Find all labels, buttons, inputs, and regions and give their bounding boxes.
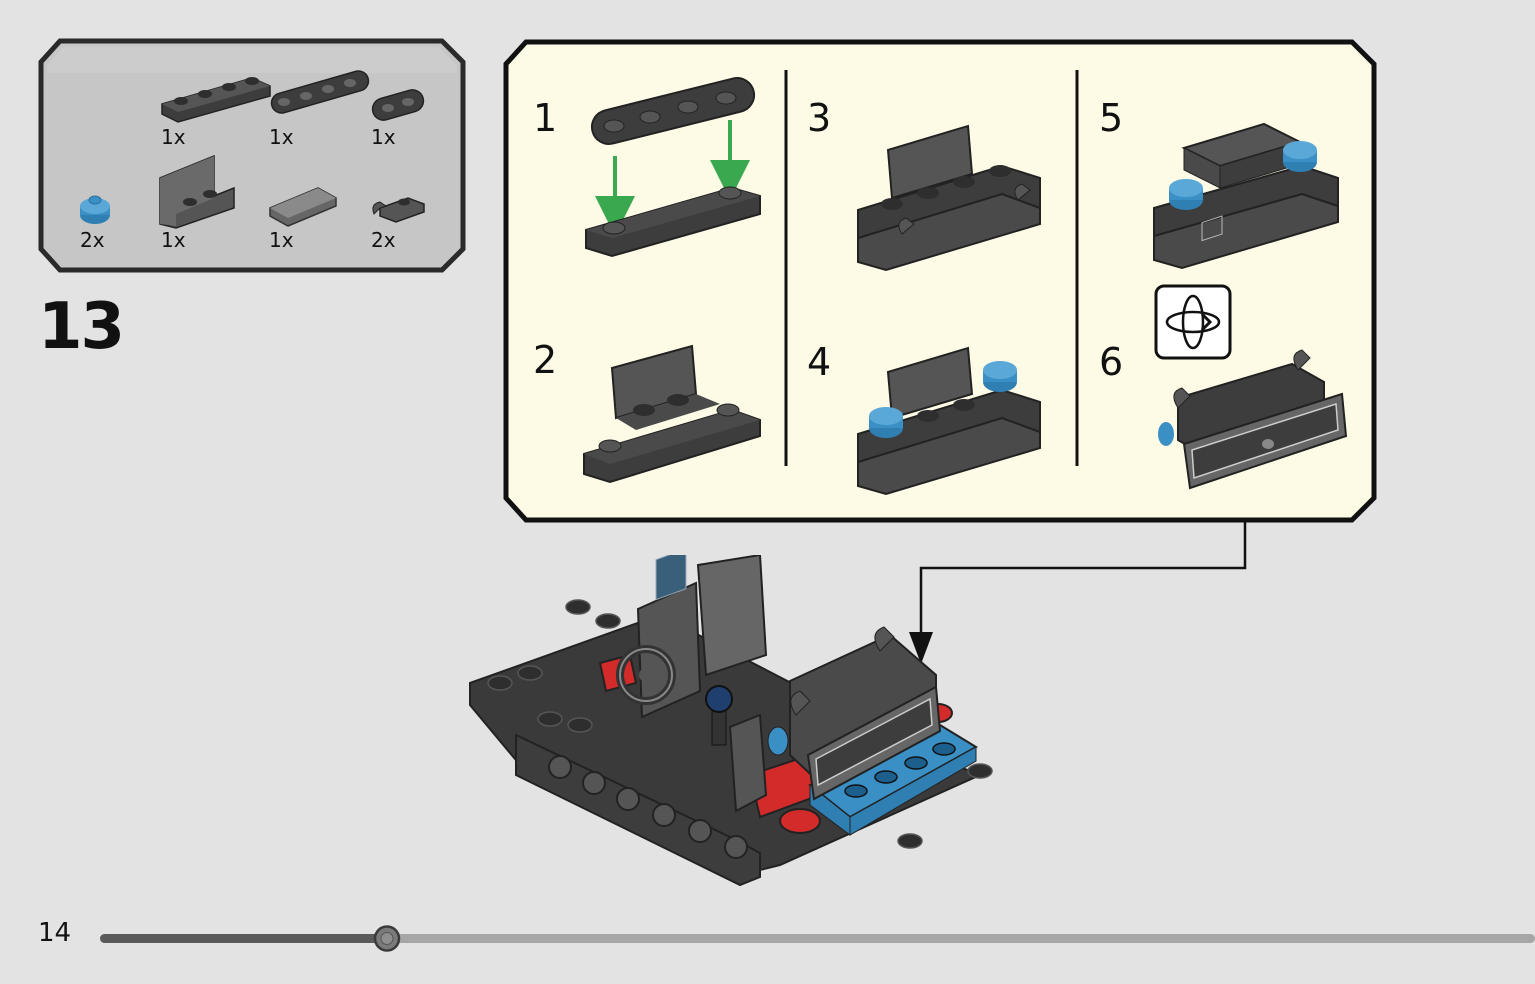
substep-3-art [857, 124, 1041, 272]
substep-number: 3 [807, 96, 832, 140]
main-model-art [469, 555, 993, 887]
part-qty: 2x [371, 228, 396, 252]
substep-2-art [583, 344, 761, 484]
step-number: 13 [38, 290, 125, 364]
substep-number: 5 [1099, 96, 1124, 140]
part-plate-1x4 [161, 77, 271, 123]
substep-4-art [857, 346, 1041, 496]
progress-track [100, 934, 1535, 943]
part-plate-1x2-rounded [371, 89, 425, 121]
substep-5-art [1153, 122, 1339, 270]
substep-1-art [585, 77, 761, 258]
part-qty: 1x [269, 125, 294, 149]
substep-number: 6 [1099, 340, 1124, 384]
substep-art [583, 77, 1348, 496]
rotate-model-icon [1154, 284, 1232, 360]
parts-list-art [80, 70, 425, 229]
part-round-plate-blue [80, 195, 110, 224]
part-plate-1x4-rounded [270, 70, 370, 114]
part-bracket [159, 154, 235, 229]
part-qty: 2x [80, 228, 105, 252]
substep-6-art [1158, 215, 1348, 490]
part-qty: 1x [269, 228, 294, 252]
substep-number: 2 [533, 338, 558, 382]
substep-number: 1 [533, 96, 558, 140]
part-qty: 1x [161, 125, 186, 149]
part-tile [269, 187, 337, 227]
progress-bar [100, 925, 1535, 952]
page-number: 14 [38, 918, 72, 948]
substep-number: 4 [807, 340, 832, 384]
part-qty: 1x [371, 125, 396, 149]
parts-list-box [38, 38, 466, 273]
progress-knob [373, 925, 401, 952]
callout-arrow [909, 522, 1247, 664]
progress-fill [100, 934, 387, 943]
part-plate-clip [372, 197, 425, 223]
part-qty: 1x [161, 228, 186, 252]
